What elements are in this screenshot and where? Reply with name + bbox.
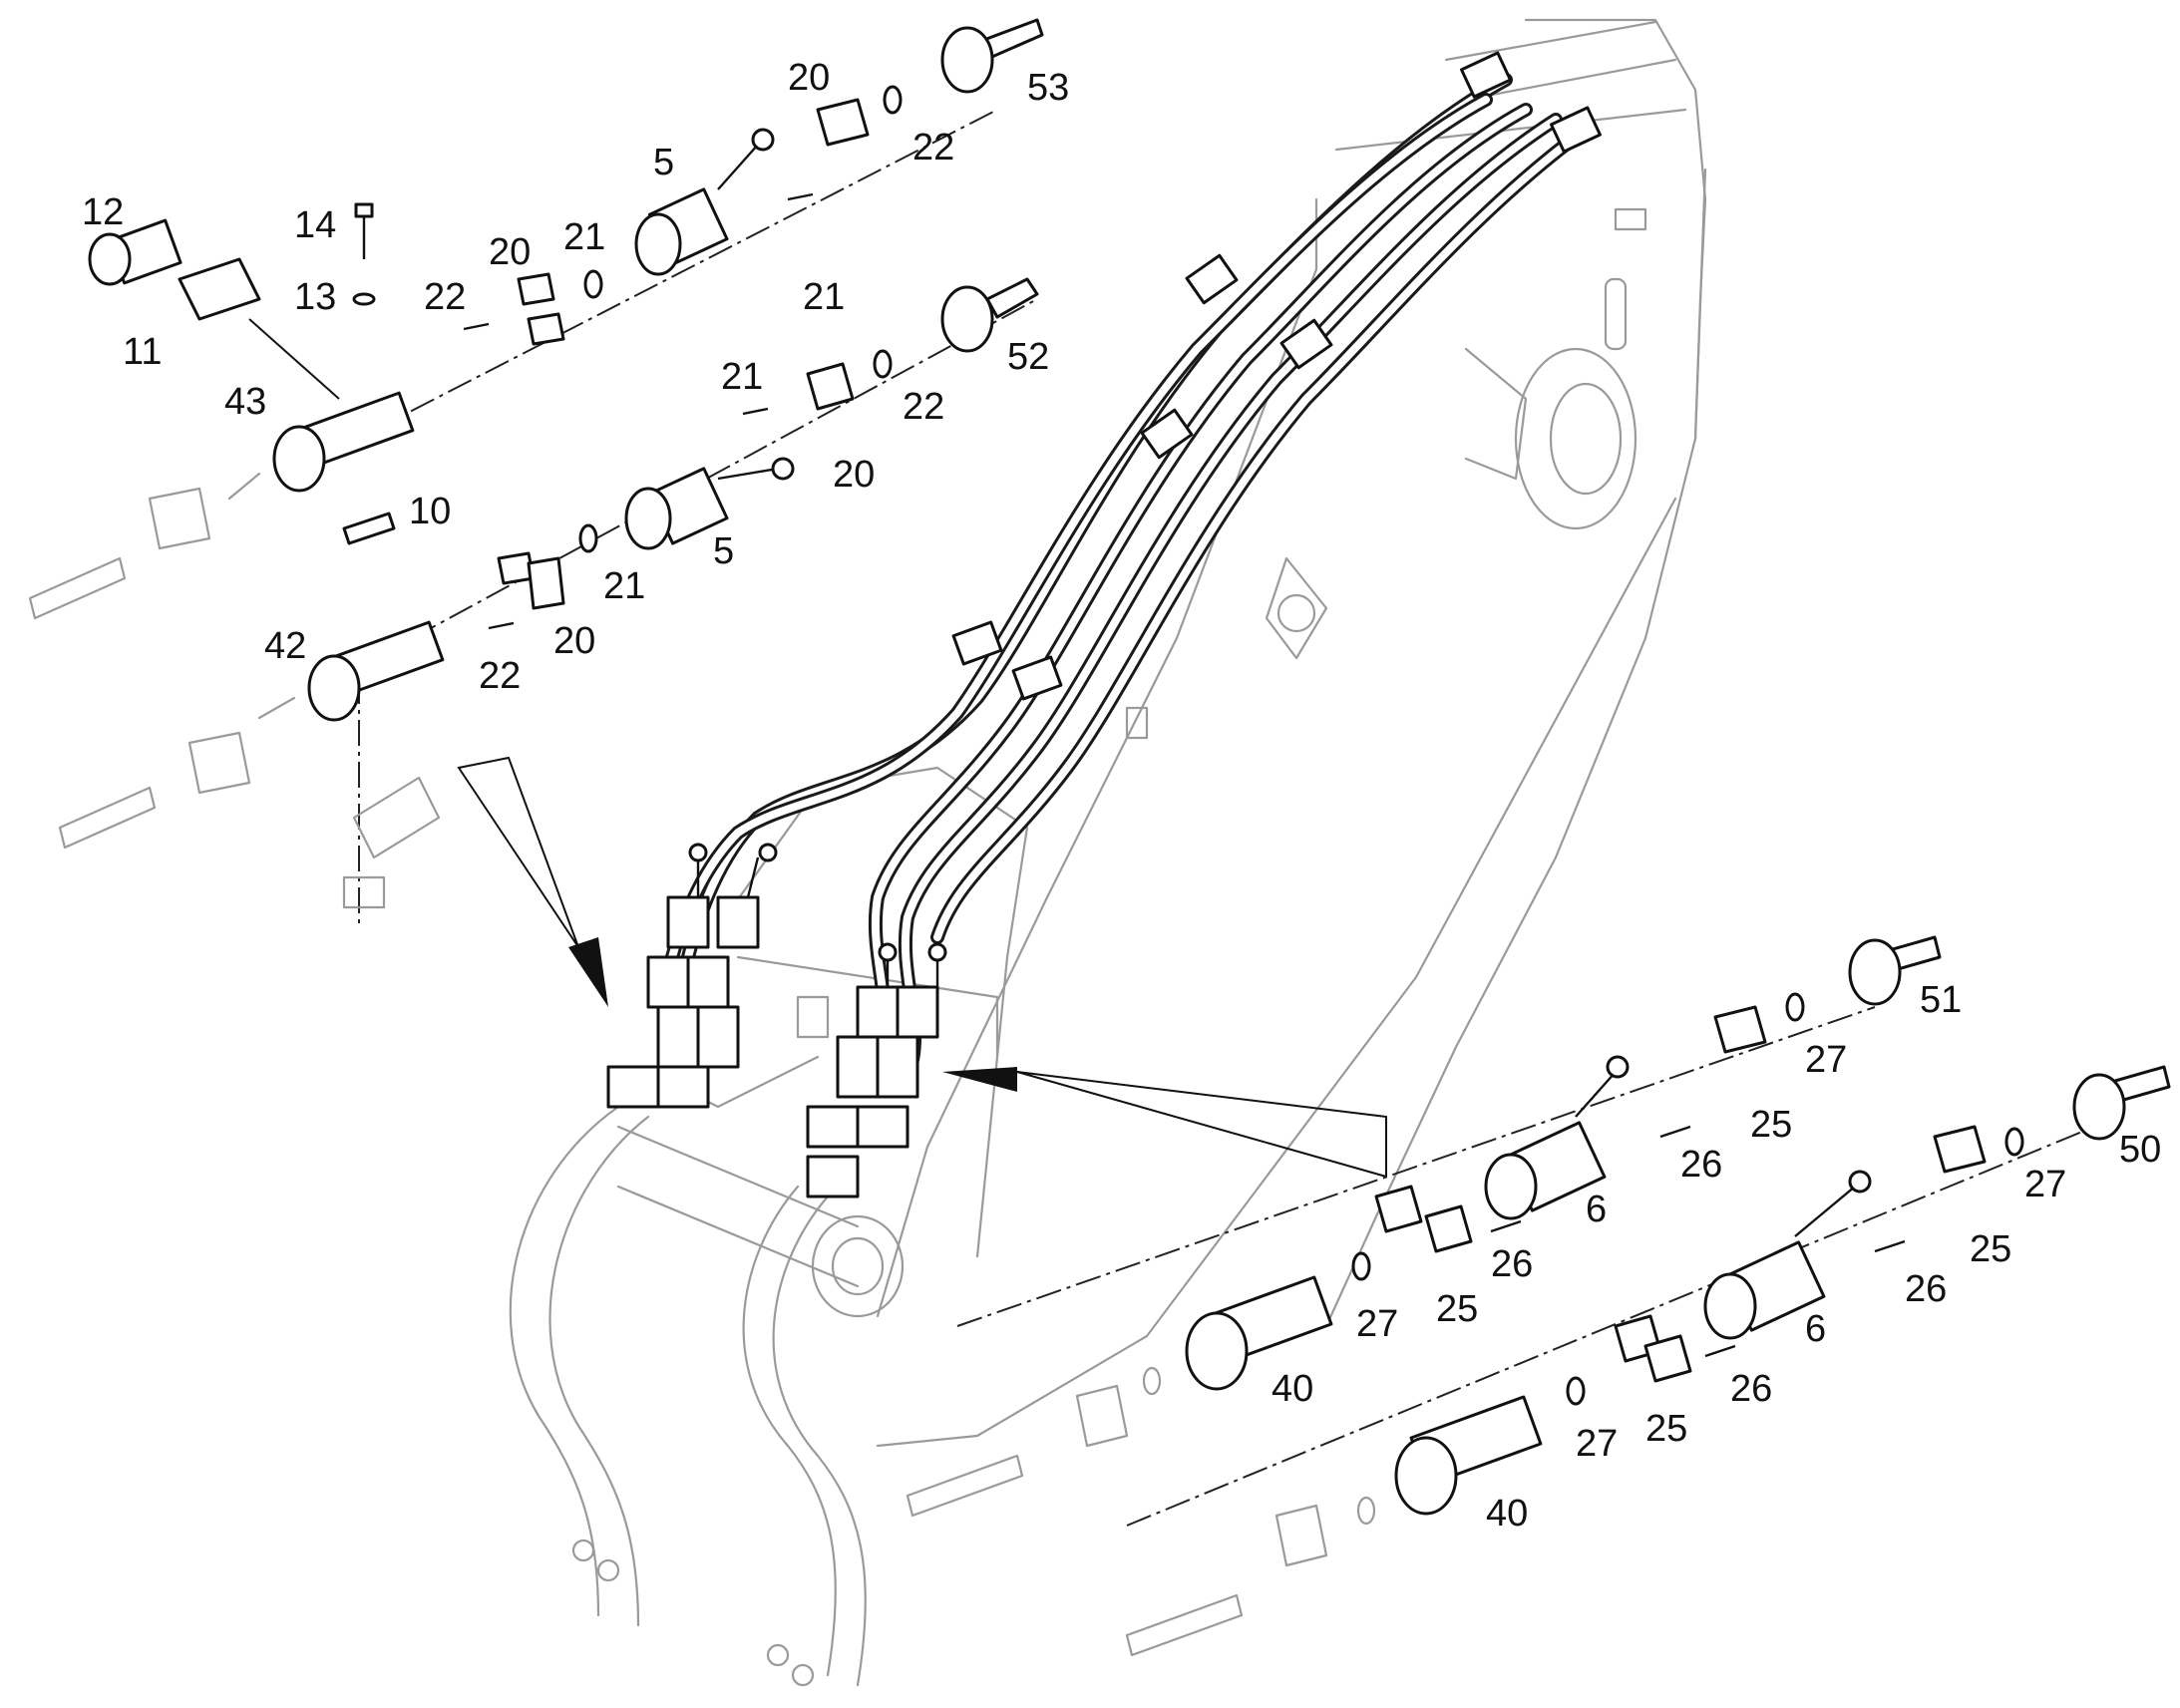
callout-27: 27 xyxy=(1805,1039,1847,1081)
callout-20: 20 xyxy=(833,454,875,496)
pointer-arrow-left xyxy=(457,756,608,1007)
callout-11: 11 xyxy=(123,331,162,373)
callout-22: 22 xyxy=(424,276,466,318)
boom-structure xyxy=(509,18,1707,1687)
callout-42: 42 xyxy=(264,625,306,667)
pointer-arrow-right xyxy=(942,1067,1387,1179)
callout-53: 53 xyxy=(1027,67,1069,109)
callout-5: 5 xyxy=(713,530,734,572)
boom-hose-lines xyxy=(661,51,1602,1084)
upper-valve-assembly xyxy=(28,18,1044,927)
callout-25: 25 xyxy=(1970,1228,2011,1270)
callout-26: 26 xyxy=(1730,1368,1772,1410)
callout-51: 51 xyxy=(1920,979,1962,1021)
callout-40: 40 xyxy=(1272,1368,1313,1410)
callout-27: 27 xyxy=(1576,1423,1618,1465)
callout-12: 12 xyxy=(82,191,124,233)
callout-labels: 53 20 22 5 12 14 20 21 13 22 21 11 52 43… xyxy=(82,57,2161,1535)
callout-21: 21 xyxy=(603,565,645,607)
callout-52: 52 xyxy=(1007,336,1049,378)
callout-14: 14 xyxy=(294,204,336,246)
callout-26: 26 xyxy=(1905,1268,1947,1310)
callout-50: 50 xyxy=(2119,1129,2161,1171)
callout-27: 27 xyxy=(1356,1303,1398,1345)
callout-40: 40 xyxy=(1486,1493,1528,1535)
callout-25: 25 xyxy=(1645,1408,1687,1450)
callout-20: 20 xyxy=(553,620,595,662)
callout-27: 27 xyxy=(2024,1164,2066,1205)
mounted-valve-cluster-right xyxy=(806,942,947,1198)
callout-6: 6 xyxy=(1805,1308,1826,1350)
callout-21: 21 xyxy=(721,356,763,398)
callout-6: 6 xyxy=(1586,1189,1607,1230)
callout-21: 21 xyxy=(563,216,605,258)
callout-22: 22 xyxy=(912,127,954,169)
callout-5: 5 xyxy=(653,142,674,183)
callout-21: 21 xyxy=(803,276,845,318)
callout-25: 25 xyxy=(1436,1288,1478,1330)
lower-valve-assembly xyxy=(906,935,2171,1657)
callout-22: 22 xyxy=(903,386,944,428)
callout-20: 20 xyxy=(788,57,830,99)
callout-13: 13 xyxy=(294,276,336,318)
callout-22: 22 xyxy=(479,655,521,697)
mounted-valve-cluster-left xyxy=(606,843,778,1109)
callout-43: 43 xyxy=(224,381,266,423)
callout-25: 25 xyxy=(1750,1104,1792,1146)
callout-10: 10 xyxy=(409,491,451,532)
callout-26: 26 xyxy=(1680,1144,1722,1186)
callout-26: 26 xyxy=(1491,1243,1533,1285)
callout-20: 20 xyxy=(489,231,531,273)
